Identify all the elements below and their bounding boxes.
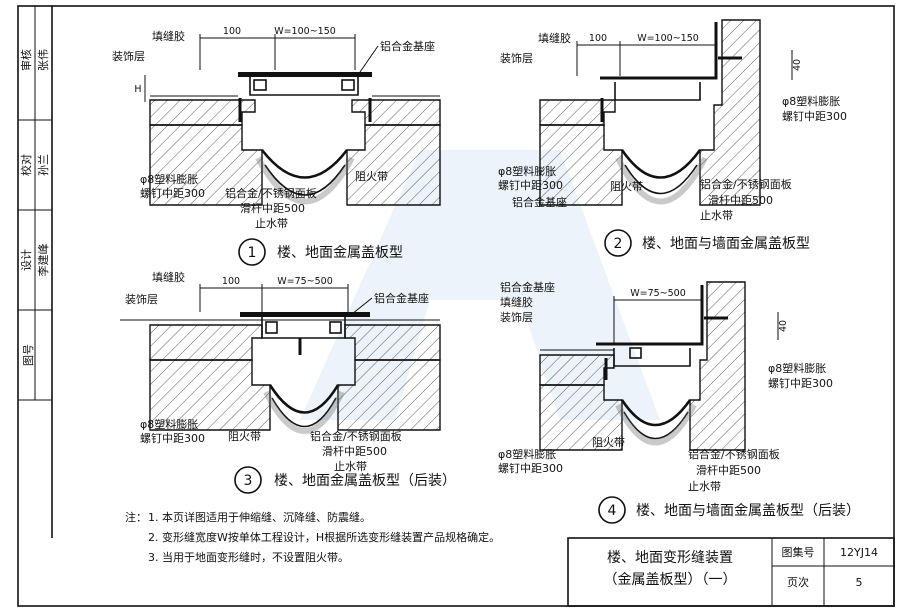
detail-2: 100 W=100~150 40 填缝胶 装饰层 φ8塑料膨胀 螺钉中距300 … [498,19,847,257]
d1-dim-left: 100 [223,26,241,37]
d2-label-screw-r2: 螺钉中距300 [782,110,847,123]
detail-3: 100 W=75~500 填缝胶 装饰层 铝合金基座 φ8塑料膨胀 螺钉中距30… [120,270,456,494]
note-1: 1. 本页详图适用于伸缩缝、沉降缝、防震缝。 [148,510,371,524]
d2-label-screw2: 螺钉中距300 [498,179,563,192]
page-value: 5 [856,576,863,589]
note-2: 2. 变形缝宽度W按单体工程设计，H根据所选变形缝装置产品规格确定。 [148,530,500,544]
d2-number-circle [604,229,632,257]
d4-label-plate: 铝合金/不锈钢面板 [688,447,780,461]
side-row3-name: 李建峰 [36,244,50,277]
atlas-value: 12YJ14 [840,546,878,559]
d1-label-base: 铝合金基座 [380,39,435,53]
d1-label-fire: 阻火带 [355,170,388,183]
detail-1: 100 W=100~150 H 填缝胶 装饰层 铝合金基座 φ8塑料膨胀 螺钉中… [112,26,441,266]
d3-label-screw1: φ8塑料膨胀 [140,417,198,431]
side-row3-label: 设计 [20,249,33,271]
d1-dim-h: H [134,84,141,95]
d1-label-screw1: φ8塑料膨胀 [140,172,198,186]
detail-4: W=75~500 40 铝合金基座 填缝胶 装饰层 φ8塑料膨胀 螺钉中距300… [498,280,860,524]
atlas-label: 图集号 [782,545,815,559]
notes-prefix: 注： [125,510,147,524]
d1-label-deco: 装饰层 [112,49,145,63]
d4-label-deco: 装饰层 [500,310,533,324]
title-block: 楼、地面变形缝装置 （金属盖板型）（一） 图集号 12YJ14 页次 5 [567,537,895,607]
d1-dim-w: W=100~150 [274,26,336,37]
notes: 注： 1. 本页详图适用于伸缩缝、沉降缝、防震缝。 2. 变形缝宽度W按单体工程… [125,510,500,564]
d3-label-water: 止水带 [334,460,367,473]
d2-label-screw1: φ8塑料膨胀 [498,164,556,178]
d2-caption: 楼、地面与墙面金属盖板型 [642,236,810,252]
d2-dim-left: 100 [589,33,607,44]
d4-caption: 楼、地面与墙面金属盖板型（后装） [636,503,860,519]
title-line-1: 楼、地面变形缝装置 [607,550,733,566]
d4-label-fire: 阻火带 [592,436,625,449]
d3-label-base: 铝合金基座 [374,291,429,305]
d2-number: 2 [614,236,623,252]
page-frame [17,5,895,607]
d4-label-screw1: φ8塑料膨胀 [498,447,556,461]
d1-label-filler: 填缝胶 [152,29,185,43]
d2-dim-40: 40 [792,59,803,71]
d3-label-rod: 滑杆中距500 [322,444,387,458]
d2-label-base: 铝合金基座 [512,195,567,209]
side-row1-label: 审核 [19,49,33,71]
d1-label-rod: 滑杆中距500 [240,201,305,215]
d2-label-plate: 铝合金/不锈钢面板 [700,177,792,191]
title-line-2: （金属盖板型）（一） [604,572,737,588]
side-row4-label: 图号 [22,344,35,366]
d1-caption: 楼、地面金属盖板型 [277,245,403,261]
d4-dim-w: W=75~500 [630,288,686,299]
d4-label-screw-r2: 螺钉中距300 [768,377,833,390]
d2-label-fire: 阻火带 [610,180,643,193]
d3-dim-w: W=75~500 [277,276,333,287]
side-column: 审核 张伟 校对 孙兰 设计 李建峰 图号 [18,6,52,401]
note-3: 3. 当用于地面变形缝时，不设置阻火带。 [148,550,349,564]
side-row2-name: 孙兰 [37,154,50,176]
d4-label-screw-r1: φ8塑料膨胀 [768,361,826,375]
d2-dim-w: W=100~150 [637,33,699,44]
d3-number-circle [234,466,262,494]
side-row1-name: 张伟 [37,49,50,71]
d3-dim-left: 100 [222,276,240,287]
d1-number-circle [238,238,266,266]
d4-label-base: 铝合金基座 [500,280,555,294]
d3-caption: 楼、地面金属盖板型（后装） [274,473,456,489]
d3-label-filler: 填缝胶 [152,270,185,284]
d3-label-deco: 装饰层 [125,292,158,306]
d3-label-screw2: 螺钉中距300 [140,432,205,445]
d2-label-deco: 装饰层 [500,51,533,65]
d3-number: 3 [244,473,253,489]
d3-label-fire: 阻火带 [228,430,261,443]
d3-label-plate: 铝合金/不锈钢面板 [310,429,402,443]
d2-label-water: 止水带 [700,209,733,222]
page-label: 页次 [787,575,809,589]
d4-number-circle [598,496,626,524]
d2-label-screw-r1: φ8塑料膨胀 [782,94,840,108]
d4-number: 4 [608,503,617,519]
d1-label-plate: 铝合金/不锈钢面板 [225,186,317,200]
d1-label-water: 止水带 [255,217,288,230]
d4-label-filler: 填缝胶 [500,295,533,309]
d4-dim-40: 40 [778,320,789,332]
d1-label-screw2: 螺钉中距300 [140,187,205,200]
d2-label-filler: 填缝胶 [538,31,571,45]
side-row2-label: 校对 [19,154,33,176]
d4-label-water: 止水带 [688,480,721,493]
d1-number: 1 [248,245,257,261]
d4-label-screw2: 螺钉中距300 [498,462,563,475]
d2-label-rod: 滑杆中距500 [708,193,773,207]
d4-label-rod: 滑杆中距500 [696,463,761,477]
